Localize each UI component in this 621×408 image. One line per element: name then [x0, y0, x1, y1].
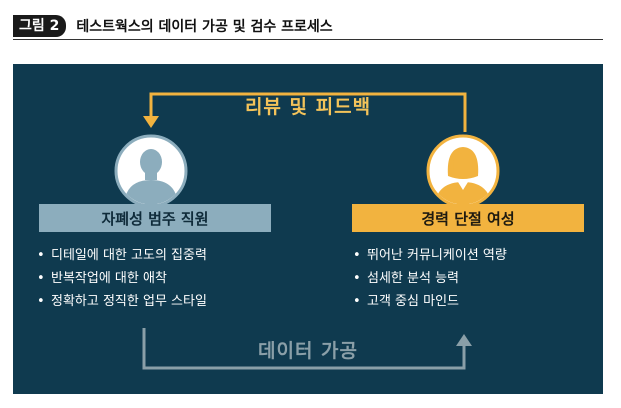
feedback-label: 리뷰 및 피드백 — [244, 96, 372, 118]
feedback-arrow-line — [149, 92, 467, 132]
right-strengths-list: 뛰어난 커뮤니케이션 역량 섬세한 분석 능력 고객 중심 마인드 — [353, 244, 593, 313]
processing-arrowhead — [456, 334, 472, 346]
female-user-icon — [426, 134, 500, 208]
figure-header: 그림 2 테스트웍스의 데이터 가공 및 검수 프로세스 — [13, 13, 603, 39]
list-item: 정확하고 정직한 업무 스타일 — [37, 290, 297, 313]
feedback-arrowhead — [143, 116, 159, 128]
figure-title: 테스트웍스의 데이터 가공 및 검수 프로세스 — [76, 19, 333, 35]
diagram-panel: 리뷰 및 피드백 데이터 가공 자폐성 범주 직원 경력 단절 여성 디테일에 … — [13, 64, 603, 394]
list-item: 뛰어난 커뮤니케이션 역량 — [353, 244, 593, 267]
left-strengths-list: 디테일에 대한 고도의 집중력 반복작업에 대한 애착 정확하고 정직한 업무 … — [37, 244, 297, 313]
list-item: 반복작업에 대한 애착 — [37, 267, 297, 290]
figure-badge: 그림 2 — [13, 15, 67, 37]
list-item: 섬세한 분석 능력 — [353, 267, 593, 290]
list-item: 디테일에 대한 고도의 집중력 — [37, 244, 297, 267]
role-autism-spectrum-staff: 자폐성 범주 직원 — [39, 204, 271, 232]
processing-arrow-line — [142, 328, 466, 370]
flow-arrows — [142, 92, 472, 370]
male-user-icon — [114, 134, 188, 208]
list-item: 고객 중심 마인드 — [353, 290, 593, 313]
header-divider — [13, 39, 603, 40]
processing-label: 데이터 가공 — [257, 340, 358, 362]
role-career-break-women: 경력 단절 여성 — [352, 204, 584, 232]
